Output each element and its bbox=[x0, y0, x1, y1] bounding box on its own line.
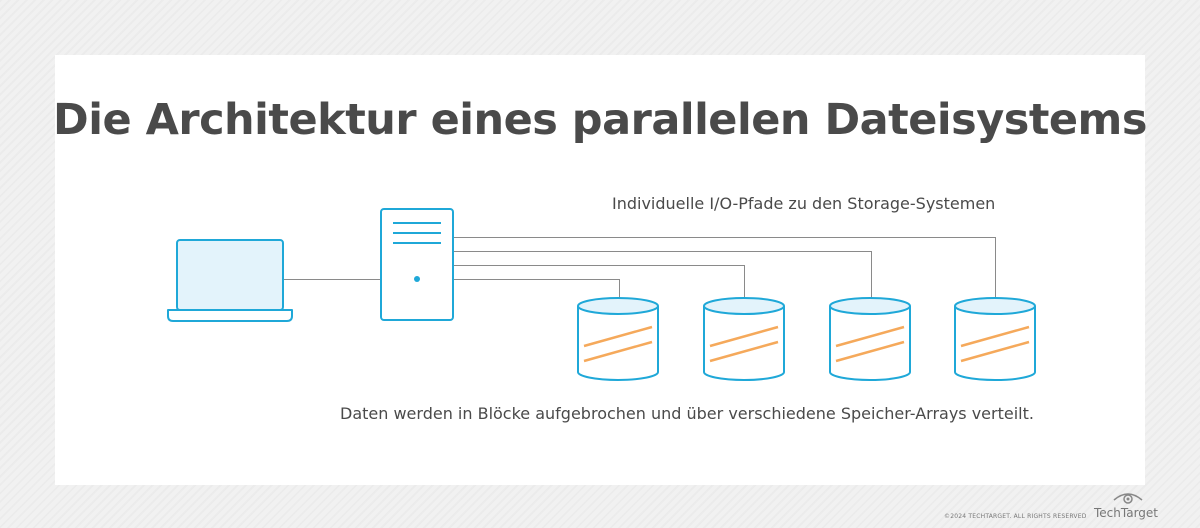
io-path-storage-1 bbox=[453, 279, 620, 298]
storage-icon bbox=[829, 297, 911, 381]
storage-array-3 bbox=[829, 297, 911, 381]
storage-array-4 bbox=[954, 297, 1036, 381]
eye-logo-icon bbox=[1113, 493, 1143, 504]
diagram-title: Die Architektur eines parallelen Dateisy… bbox=[53, 95, 1147, 145]
storage-array-2 bbox=[703, 297, 785, 381]
brand-logo: TechTarget bbox=[1094, 506, 1159, 520]
laptop-icon bbox=[167, 239, 293, 322]
io-path-storage-3 bbox=[453, 251, 872, 298]
io-path-storage-4 bbox=[453, 237, 996, 298]
io-path-storage-2 bbox=[453, 265, 745, 298]
data-blocks-label: Daten werden in Blöcke aufgebrochen und … bbox=[340, 404, 1034, 423]
storage-icon bbox=[703, 297, 785, 381]
connectors bbox=[283, 237, 996, 298]
storage-icon bbox=[577, 297, 659, 381]
copyright-notice: ©2024 TECHTARGET. ALL RIGHTS RESERVED bbox=[944, 513, 1087, 520]
io-paths-label: Individuelle I/O-Pfade zu den Storage-Sy… bbox=[612, 194, 996, 213]
storage-array-1 bbox=[577, 297, 659, 381]
storage-icon bbox=[954, 297, 1036, 381]
server-icon bbox=[380, 208, 454, 321]
